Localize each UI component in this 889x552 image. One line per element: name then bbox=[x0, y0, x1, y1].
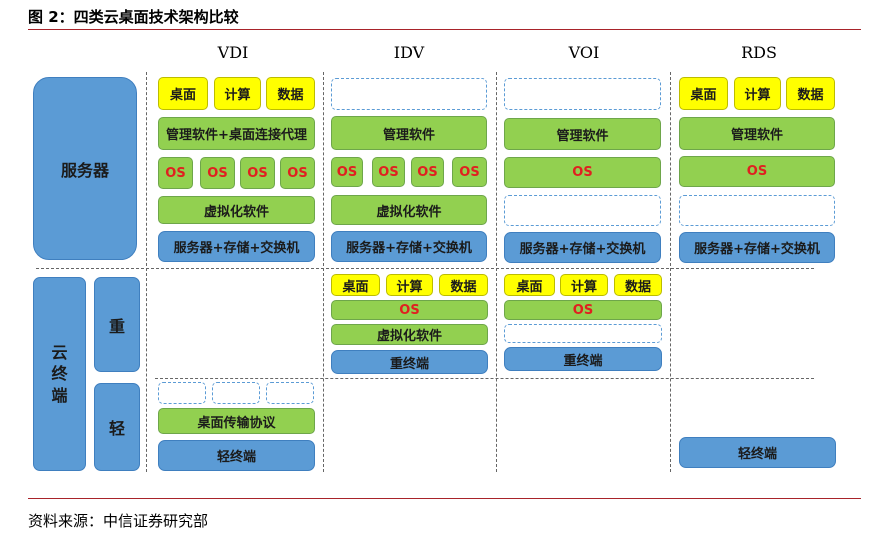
vdi-os-box: OS bbox=[158, 157, 193, 189]
rds-compute-box: 计算 bbox=[734, 77, 781, 110]
idv-os-box: OS bbox=[411, 157, 444, 187]
vdi-os-box: OS bbox=[240, 157, 275, 189]
vdi-virt-box: 虚拟化软件 bbox=[158, 196, 315, 224]
vdi-empty-slot bbox=[212, 382, 260, 404]
voi-mgmt-box: 管理软件 bbox=[504, 118, 661, 150]
idv-os-box: OS bbox=[372, 157, 405, 187]
idv-heavy-os-box: OS bbox=[331, 300, 488, 320]
grid-line bbox=[155, 378, 814, 379]
voi-data-box: 数据 bbox=[614, 274, 662, 296]
figure-source: 资料来源：中信证券研究部 bbox=[28, 512, 209, 530]
idv-empty-slot bbox=[331, 78, 487, 110]
column-header-rds: RDS bbox=[741, 43, 777, 62]
vdi-protocol-box: 桌面传输协议 bbox=[158, 408, 315, 434]
grid-line bbox=[496, 72, 497, 472]
idv-mgmt-box: 管理软件 bbox=[331, 116, 487, 150]
idv-virt-box: 虚拟化软件 bbox=[331, 195, 487, 225]
rds-desktop-box: 桌面 bbox=[679, 77, 728, 110]
vdi-os-box: OS bbox=[280, 157, 315, 189]
vdi-os-box: OS bbox=[200, 157, 235, 189]
voi-compute-box: 计算 bbox=[560, 274, 608, 296]
vdi-light-terminal-box: 轻终端 bbox=[158, 440, 315, 471]
idv-os-box: OS bbox=[452, 157, 487, 187]
voi-empty-slot bbox=[504, 78, 661, 110]
grid-line bbox=[670, 72, 671, 472]
row-label-heavy: 重 bbox=[94, 277, 140, 372]
vdi-compute-box: 计算 bbox=[214, 77, 261, 110]
idv-server-stack-box: 服务器+存储+交换机 bbox=[331, 231, 487, 262]
rds-os-box: OS bbox=[679, 156, 835, 187]
vdi-empty-slot bbox=[158, 382, 206, 404]
voi-empty-slot bbox=[504, 195, 661, 226]
vdi-mgmt-broker-box: 管理软件+桌面连接代理 bbox=[158, 117, 315, 150]
idv-heavy-virt-box: 虚拟化软件 bbox=[331, 324, 488, 345]
idv-desktop-box: 桌面 bbox=[331, 274, 380, 296]
rds-mgmt-box: 管理软件 bbox=[679, 117, 835, 150]
column-header-vdi: VDI bbox=[217, 43, 249, 62]
voi-empty-slot bbox=[504, 324, 662, 343]
figure-title: 图 2：四类云桌面技术架构比较 bbox=[28, 8, 239, 26]
vdi-server-stack-box: 服务器+存储+交换机 bbox=[158, 231, 315, 262]
column-header-voi: VOI bbox=[568, 43, 600, 62]
idv-data-box: 数据 bbox=[439, 274, 488, 296]
bottom-rule bbox=[28, 498, 861, 499]
vdi-empty-slot bbox=[266, 382, 314, 404]
rds-server-stack-box: 服务器+存储+交换机 bbox=[679, 232, 835, 263]
row-label-server: 服务器 bbox=[33, 77, 137, 260]
grid-line bbox=[323, 72, 324, 472]
rds-empty-slot bbox=[679, 195, 835, 226]
idv-compute-box: 计算 bbox=[386, 274, 433, 296]
voi-os-box: OS bbox=[504, 157, 661, 188]
row-label-cloud-terminal: 云 终 端 bbox=[33, 277, 86, 471]
idv-os-box: OS bbox=[331, 157, 363, 187]
voi-server-stack-box: 服务器+存储+交换机 bbox=[504, 232, 661, 263]
vdi-desktop-box: 桌面 bbox=[158, 77, 208, 110]
idv-heavy-terminal-box: 重终端 bbox=[331, 350, 488, 374]
grid-line bbox=[36, 268, 814, 269]
column-header-idv: IDV bbox=[393, 43, 425, 62]
voi-desktop-box: 桌面 bbox=[504, 274, 555, 296]
row-label-light: 轻 bbox=[94, 383, 140, 471]
rds-light-terminal-box: 轻终端 bbox=[679, 437, 836, 468]
grid-line bbox=[146, 72, 147, 472]
voi-heavy-terminal-box: 重终端 bbox=[504, 347, 662, 371]
voi-heavy-os-box: OS bbox=[504, 300, 662, 320]
rds-data-box: 数据 bbox=[786, 77, 835, 110]
top-rule bbox=[28, 29, 861, 30]
vdi-data-box: 数据 bbox=[266, 77, 315, 110]
